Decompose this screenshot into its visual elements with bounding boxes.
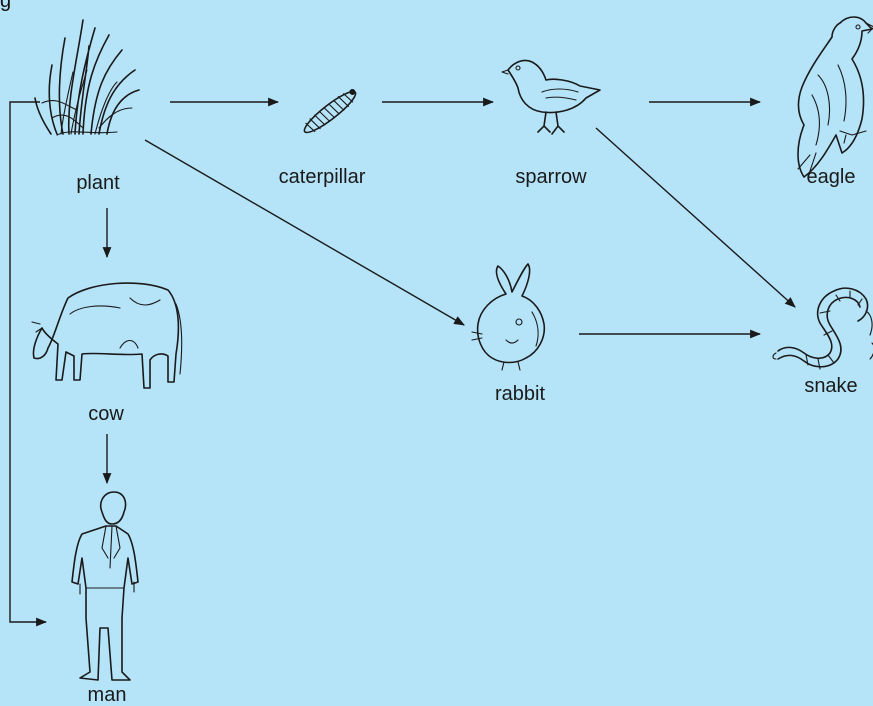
edges xyxy=(10,102,795,622)
rabbit-illustration xyxy=(472,264,544,370)
node-label-caterpillar: caterpillar xyxy=(279,166,366,188)
node-label-plant: plant xyxy=(76,172,119,194)
node-label-snake: snake xyxy=(804,375,857,397)
sparrow-illustration xyxy=(502,60,600,134)
node-label-sparrow: sparrow xyxy=(515,166,586,188)
edge-sparrow-snake xyxy=(596,128,795,307)
node-label-eagle: eagle xyxy=(807,166,856,188)
man-illustration xyxy=(72,492,138,680)
node-label-cow: cow xyxy=(88,403,124,425)
cow-illustration xyxy=(32,283,182,388)
caterpillar-illustration xyxy=(300,86,360,137)
node-label-rabbit: rabbit xyxy=(495,383,545,405)
eagle-illustration xyxy=(798,17,873,177)
node-label-man: man xyxy=(88,684,127,706)
edge-plant-man xyxy=(10,102,46,622)
plant-illustration xyxy=(35,20,139,135)
